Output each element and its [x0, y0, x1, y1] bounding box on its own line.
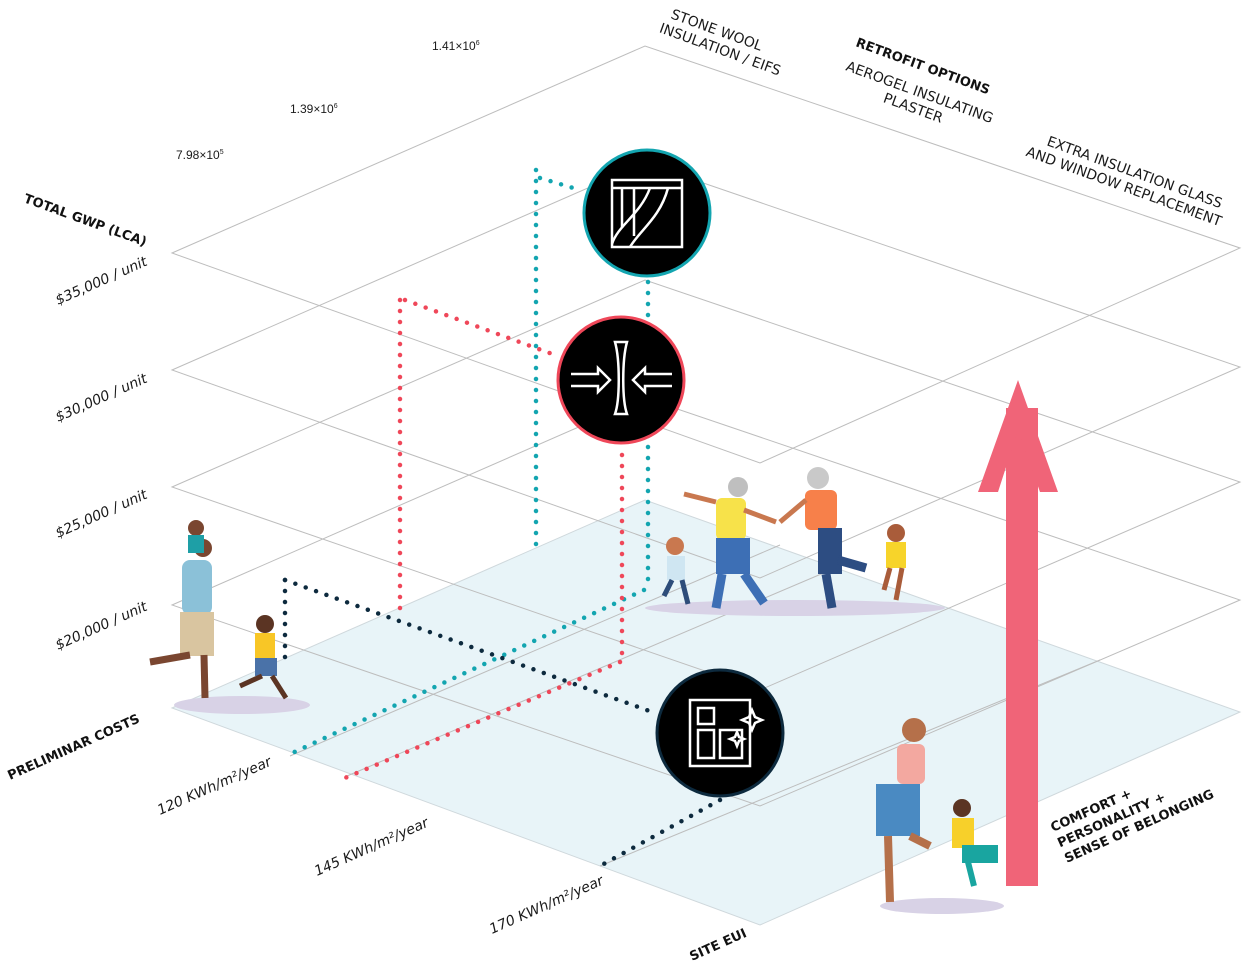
costs-axis-title: PRELIMINAR COSTS	[6, 712, 143, 784]
eui-tick-145: 145 KWh/m²/year	[312, 815, 432, 880]
cost-plane-30000	[170, 162, 1242, 579]
grandparents-dancing-illustration	[645, 467, 945, 616]
cost-tick-25000: $25,000 / unit	[53, 487, 150, 542]
cost-tick-30000: $30,000 / unit	[53, 371, 150, 426]
navy-connector	[282, 577, 723, 869]
teal-connector	[285, 167, 651, 758]
window-replacement-icon	[655, 668, 785, 798]
comfort-arrow	[978, 380, 1058, 886]
retrofit-option-1: STONE WOOL INSULATION / EIFS	[657, 7, 783, 80]
cost-plane-20000	[170, 397, 1242, 807]
retrofit-option-3: EXTRA INSULATION GLASS AND WINDOW REPLAC…	[1024, 134, 1224, 230]
cost-plane-25000	[170, 279, 1242, 691]
stone-wool-icon	[582, 148, 712, 278]
gwp-tick-3: 1.41×106	[432, 39, 480, 53]
eui-tick-170: 170 KWh/m²/year	[487, 873, 607, 938]
red-connector	[342, 297, 625, 781]
cost-tick-35000: $35,000 / unit	[53, 254, 150, 309]
eui-axis-title: SITE EUI	[688, 926, 750, 964]
eui-tick-120: 120 KWh/m²/year	[155, 754, 275, 819]
family-left-illustration	[149, 520, 310, 714]
gwp-tick-1: 7.98×105	[176, 148, 224, 162]
aerogel-plaster-icon	[556, 315, 686, 445]
gwp-tick-2: 1.39×106	[290, 102, 338, 116]
gwp-axis-title: TOTAL GWP (LCA)	[22, 192, 149, 250]
grid-line	[289, 544, 781, 757]
mother-child-illustration	[876, 718, 1004, 914]
cost-tick-20000: $20,000 / unit	[53, 599, 150, 654]
